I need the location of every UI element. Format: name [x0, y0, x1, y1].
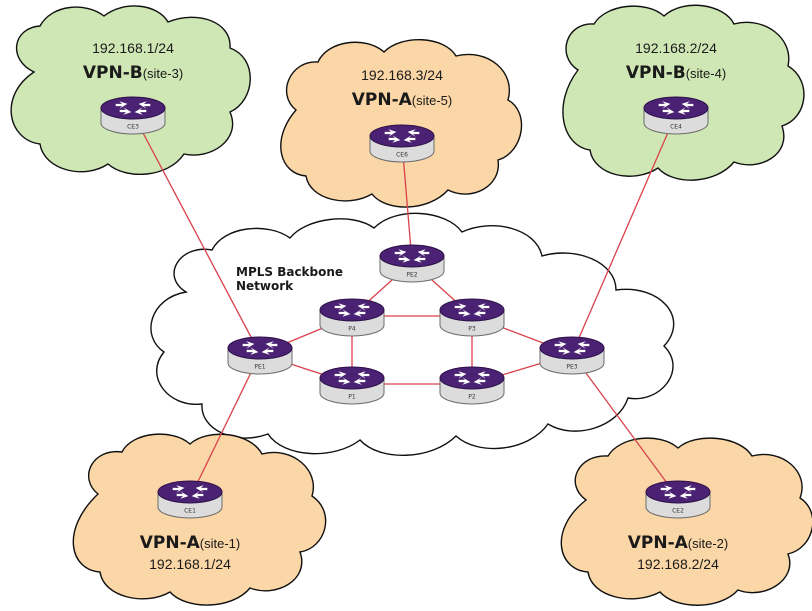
- backbone-label-line1: MPLS Backbone: [236, 265, 343, 279]
- router-label-pe1: PE1: [254, 364, 265, 371]
- backbone-label: MPLS Backbone Network: [236, 265, 347, 293]
- vpn-site-ce6: (site-5): [412, 93, 452, 108]
- backbone-label-line2: Network: [236, 279, 294, 293]
- subnet-label-ce2: 192.168.2/24: [637, 556, 719, 572]
- router-ce3: CE3: [100, 96, 166, 135]
- subnet-label-ce6: 192.168.3/24: [361, 67, 443, 83]
- router-ce4: CE4: [643, 96, 709, 135]
- link-ce1-pe1: [189, 353, 261, 499]
- router-pe1: PE1: [227, 336, 293, 375]
- vpn-name-ce2: VPN-A: [628, 533, 689, 553]
- router-pe3: PE3: [539, 336, 605, 375]
- vpn-label-ce6: VPN-A(site-5): [352, 90, 453, 110]
- vpn-site-ce1: (site-1): [200, 536, 240, 551]
- vpn-name-ce4: VPN-B: [626, 63, 686, 83]
- router-label-ce3: CE3: [127, 124, 139, 131]
- cloud-ce3-site: [10, 5, 251, 176]
- router-label-p1: P1: [348, 394, 356, 401]
- site-labels: 192.168.1/24 VPN-B(site-3) 192.168.3/24 …: [83, 40, 728, 572]
- router-ce2: CE2: [645, 480, 711, 519]
- vpn-label-ce4: VPN-B(site-4): [626, 63, 726, 83]
- cloud-ce2-site: [560, 437, 812, 606]
- router-label-ce1: CE1: [184, 508, 196, 515]
- router-label-ce6: CE6: [396, 152, 408, 159]
- cloud-ce6-site: [280, 39, 523, 208]
- router-ce6: CE6: [369, 124, 435, 163]
- clouds: [10, 4, 812, 606]
- vpn-label-ce1: VPN-A(site-1): [140, 533, 241, 553]
- router-label-ce4: CE4: [670, 124, 682, 131]
- vpn-name-ce6: VPN-A: [352, 90, 413, 110]
- router-label-p4: P4: [348, 326, 356, 333]
- cloud-ce4-site: [562, 4, 805, 181]
- subnet-label-ce4: 192.168.2/24: [635, 40, 717, 56]
- vpn-name-ce3: VPN-B: [83, 63, 143, 83]
- vpn-label-ce3: VPN-B(site-3): [83, 63, 183, 83]
- link-ce3-pe1: [132, 113, 261, 355]
- cloud-ce1-site: [72, 433, 327, 606]
- vpn-label-ce2: VPN-A(site-2): [628, 533, 729, 553]
- router-ce1: CE1: [157, 480, 223, 519]
- router-label-ce2: CE2: [672, 508, 684, 515]
- router-label-pe2: PE2: [406, 272, 417, 279]
- vpn-site-ce2: (site-2): [688, 536, 728, 551]
- vpn-site-ce3: (site-3): [143, 66, 183, 81]
- router-label-pe3: PE3: [566, 364, 577, 371]
- router-p3: P3: [439, 298, 505, 337]
- router-label-p3: P3: [468, 326, 476, 333]
- router-pe2: PE2: [379, 244, 445, 283]
- subnet-label-ce1: 192.168.1/24: [149, 556, 231, 572]
- vpn-name-ce1: VPN-A: [140, 533, 201, 553]
- link-ce4-pe3: [571, 113, 677, 355]
- vpn-site-ce4: (site-4): [686, 66, 726, 81]
- router-p4: P4: [319, 298, 385, 337]
- router-p1: P1: [319, 366, 385, 405]
- router-label-p2: P2: [468, 394, 476, 401]
- router-p2: P2: [439, 366, 505, 405]
- link-ce2-pe3: [571, 353, 679, 499]
- subnet-label-ce3: 192.168.1/24: [92, 40, 174, 56]
